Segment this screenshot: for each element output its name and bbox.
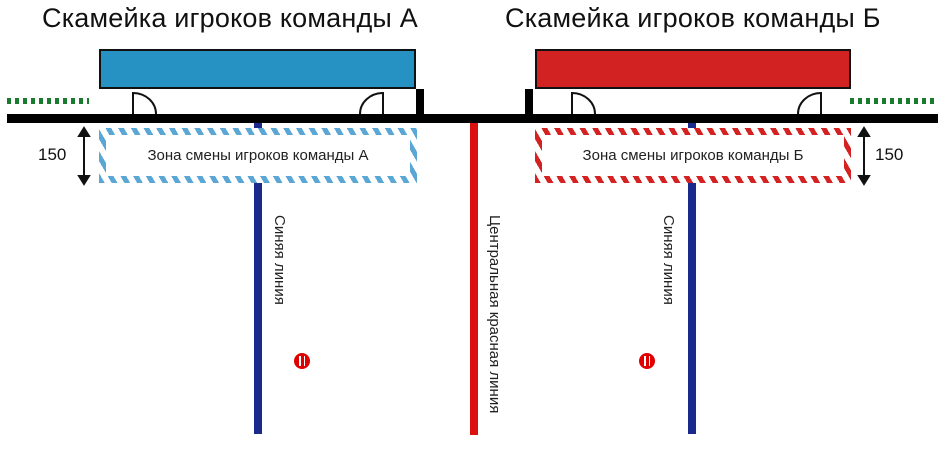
team-b-bench-title: Скамейка игроков команды Б bbox=[505, 3, 881, 33]
dimension-label-left: 150 bbox=[38, 145, 67, 164]
blue-line-right-label: Синяя линия bbox=[660, 215, 677, 305]
blue-line-left bbox=[254, 123, 262, 434]
team-a-change-zone: Зона смены игроков команды А bbox=[99, 128, 417, 183]
center-red-line bbox=[470, 123, 478, 435]
team-a-bench-title: Скамейка игроков команды А bbox=[42, 3, 418, 33]
team-b-change-zone-label: Зона смены игроков команды Б bbox=[582, 147, 804, 164]
blue-line-right bbox=[688, 123, 696, 434]
team-b-change-zone: Зона смены игроков команды Б bbox=[535, 128, 851, 183]
bench-b-end-post bbox=[525, 89, 533, 116]
green-dashed-line-left bbox=[7, 98, 89, 104]
green-dashed-line-right bbox=[850, 98, 938, 104]
team-a-change-zone-label: Зона смены игроков команды А bbox=[147, 147, 369, 164]
door-icon bbox=[797, 91, 822, 115]
rink-board bbox=[7, 114, 938, 123]
faceoff-dot-right bbox=[639, 353, 655, 369]
center-red-line-label: Центральная красная линия bbox=[486, 215, 503, 414]
blue-line-left-label: Синяя линия bbox=[271, 215, 288, 305]
door-icon bbox=[132, 91, 157, 115]
door-icon bbox=[571, 91, 596, 115]
faceoff-dot-left bbox=[294, 353, 310, 369]
door-icon bbox=[359, 91, 384, 115]
dimension-label-right: 150 bbox=[875, 145, 904, 164]
team-b-bench bbox=[535, 49, 851, 89]
bench-a-end-post bbox=[416, 89, 424, 116]
team-a-bench bbox=[99, 49, 416, 89]
